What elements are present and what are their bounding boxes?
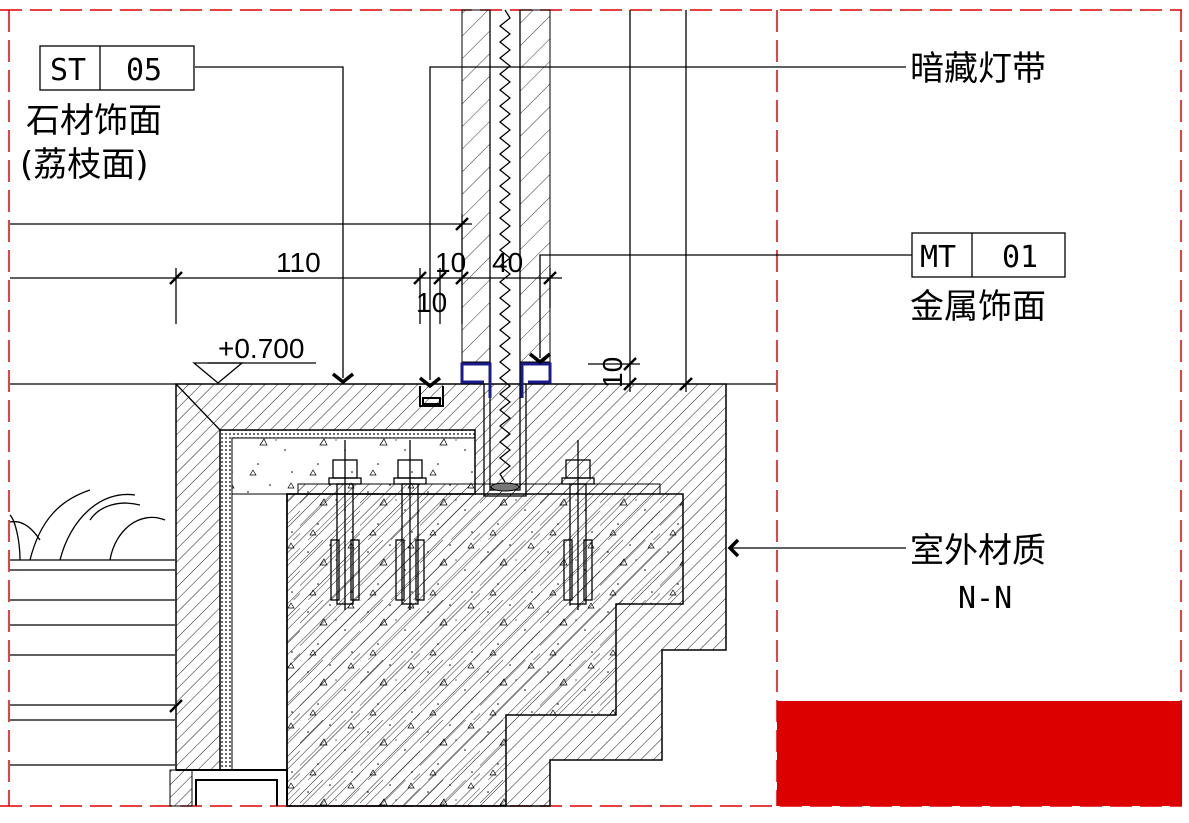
metal-tag-code: MT [920,240,956,275]
stone-material-tag: ST 05 石材饰面 (荔枝面) [20,45,195,185]
plant-sketch [9,489,175,766]
exterior-material-label: 室外材质 [910,531,1046,571]
metal-material-name: 金属饰面 [910,287,1046,327]
stone-material-name: 石材饰面 [26,101,162,141]
hidden-light-label: 暗藏灯带 [910,49,1046,89]
stone-tag-number: 05 [126,53,162,88]
leader-lines [195,66,912,549]
dimension-ticks [169,217,693,713]
anchor-bolt [328,440,362,610]
leader-arrows [331,352,740,558]
elevation-value: +0.700 [218,333,304,364]
stone-tag-code: ST [50,53,86,88]
anchor-bolt [393,440,427,610]
dimension-40: 40 [492,247,523,278]
dimension-110: 110 [276,247,321,278]
drain-channel [176,769,288,806]
metal-tag-number: 01 [1002,240,1038,275]
led-strip-icon [419,386,444,407]
anchor-bolts [328,440,595,610]
title-block-red [777,701,1182,806]
metal-material-tag: MT 01 金属饰面 [910,232,1066,327]
dimension-10-lower: 10 [416,287,447,318]
metal-trim [460,362,552,398]
base-plate [297,483,661,495]
exterior-material-code: N-N [958,581,1012,616]
dimension-10-vertical: 10 [597,357,628,388]
stone-material-finish: (荔枝面) [20,145,149,185]
elevation-marker: +0.700 [192,333,316,384]
anchor-bolt [561,440,595,610]
glass-panel [461,9,551,497]
dimension-10-upper: 10 [435,247,466,278]
